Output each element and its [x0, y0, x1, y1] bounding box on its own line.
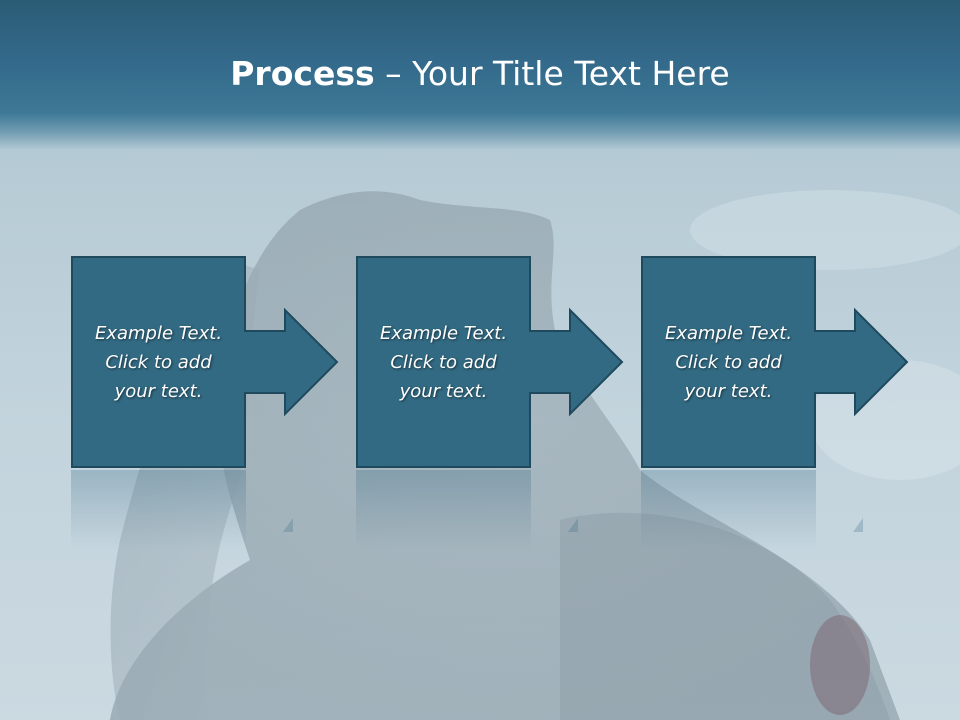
- title-dash: –: [374, 54, 413, 93]
- reflection-box: [641, 470, 816, 550]
- step-shape: [356, 256, 624, 468]
- title-band: [0, 0, 960, 150]
- step-label[interactable]: Example Text. Click to add your text.: [71, 256, 246, 468]
- step-text-line: your text.: [684, 380, 773, 402]
- reflection-box: [356, 470, 531, 550]
- process-step-2[interactable]: Example Text. Click to add your text.: [356, 256, 626, 468]
- title-bold: Process: [230, 54, 375, 93]
- step-shape: [71, 256, 339, 468]
- process-step-1[interactable]: Example Text. Click to add your text.: [71, 256, 341, 468]
- title-text: Your Title Text Here: [412, 54, 730, 93]
- step-label[interactable]: Example Text. Click to add your text.: [356, 256, 531, 468]
- step-reflection: [71, 470, 341, 550]
- step-text-line: Example Text.: [664, 322, 793, 344]
- reflection-arrow: [283, 518, 293, 532]
- reflection-arrow: [853, 518, 863, 532]
- step-label[interactable]: Example Text. Click to add your text.: [641, 256, 816, 468]
- step-text-line: Click to add: [390, 351, 497, 373]
- reflection-arrow: [568, 518, 578, 532]
- slide-title[interactable]: Process – Your Title Text Here: [0, 52, 960, 96]
- step-text-line: Example Text.: [379, 322, 508, 344]
- step-text-line: your text.: [399, 380, 488, 402]
- step-text-line: Click to add: [675, 351, 782, 373]
- step-text-line: Click to add: [105, 351, 212, 373]
- step-text-line: your text.: [114, 380, 203, 402]
- step-text-line: Example Text.: [94, 322, 223, 344]
- step-shape: [641, 256, 909, 468]
- reflection-box: [71, 470, 246, 550]
- step-reflection: [356, 470, 626, 550]
- step-reflection: [641, 470, 911, 550]
- process-step-3[interactable]: Example Text. Click to add your text.: [641, 256, 911, 468]
